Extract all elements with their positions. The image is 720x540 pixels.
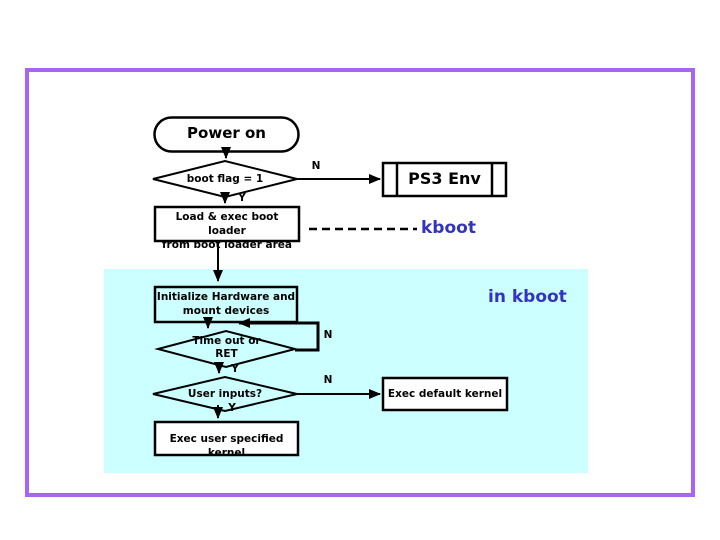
boot-flag-label: boot flag = 1: [186, 173, 264, 185]
exec-user-box: [153, 420, 300, 457]
flow-arrow-timeout-no-loop: [238, 318, 320, 352]
load-exec-line1: Load & exec boot loader: [175, 211, 279, 237]
user-inputs-label: User inputs?: [187, 388, 263, 400]
kboot-annotation: kboot: [421, 218, 476, 238]
init-hw-box: [153, 285, 299, 324]
exec-default-box: [381, 376, 509, 412]
init-hw-line2: mount devices: [182, 305, 270, 317]
timeout-label: Time out or RET: [158, 335, 295, 361]
edge-label-user-inputs-yes: Y: [228, 402, 236, 414]
edge-label-boot-flag-yes: Y: [238, 192, 246, 204]
edge-label-timeout-no: N: [323, 329, 333, 341]
init-hw-label: Initialize Hardware and mount devices: [155, 290, 297, 318]
load-exec-label: Load & exec boot loader from boot loader…: [155, 210, 299, 252]
timeout-line2: RET: [215, 348, 238, 360]
edge-label-boot-flag-no: N: [311, 160, 321, 172]
exec-user-label: Exec user specified kernel: [169, 433, 284, 459]
exec-default-label: Exec default kernel: [387, 388, 503, 400]
edge-label-user-inputs-no: N: [323, 374, 333, 386]
load-exec-box: [153, 205, 301, 243]
ps3-env-label: PS3 Env: [408, 169, 481, 188]
load-exec-line2: from boot loader area: [161, 239, 292, 251]
in-kboot-annotation: in kboot: [488, 287, 567, 307]
diagram-border: [25, 68, 695, 497]
edge-label-timeout-yes: Y: [231, 363, 239, 375]
ps3-env-shape: [381, 161, 508, 198]
power-on-label: Power on: [187, 124, 266, 142]
timeout-line1: Time out or: [192, 335, 261, 347]
init-hw-line1: Initialize Hardware and: [156, 291, 296, 303]
